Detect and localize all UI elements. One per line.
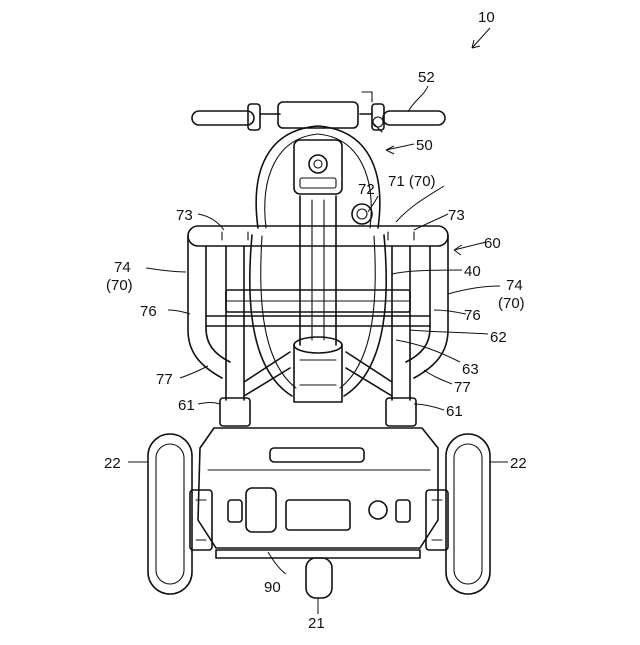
label-77-left: 77 xyxy=(156,371,173,388)
label-60: 60 xyxy=(484,235,501,252)
label-63: 63 xyxy=(462,361,479,378)
label-40: 40 xyxy=(464,263,481,280)
label-74-left: 74 xyxy=(114,259,131,276)
label-74-right: 74 xyxy=(506,277,523,294)
label-10: 10 xyxy=(478,9,495,26)
label-62: 62 xyxy=(490,329,507,346)
label-22-left: 22 xyxy=(104,455,121,472)
label-77-right: 77 xyxy=(454,379,471,396)
floor-body xyxy=(198,428,438,558)
label-76-left: 76 xyxy=(140,303,157,320)
left-rear-wheel xyxy=(148,434,192,594)
label-52: 52 xyxy=(418,69,435,86)
label-71-70: 71 (70) xyxy=(388,173,436,190)
leader-lines xyxy=(128,28,508,614)
label-21: 21 xyxy=(308,615,325,632)
label-76-right: 76 xyxy=(464,307,481,324)
seat-post xyxy=(294,337,342,402)
label-22-right: 22 xyxy=(510,455,527,472)
label-73-left: 73 xyxy=(176,207,193,224)
label-70-right: (70) xyxy=(498,295,525,312)
label-73-right: 73 xyxy=(448,207,465,224)
front-wheel xyxy=(306,558,332,598)
label-61-left: 61 xyxy=(178,397,195,414)
label-50: 50 xyxy=(416,137,433,154)
label-72: 72 xyxy=(358,181,375,198)
right-rear-wheel xyxy=(446,434,490,594)
label-70-left: (70) xyxy=(106,277,133,294)
guard-frame xyxy=(188,226,448,426)
label-61-right: 61 xyxy=(446,403,463,420)
label-90: 90 xyxy=(264,579,281,596)
steering-column xyxy=(250,126,386,396)
